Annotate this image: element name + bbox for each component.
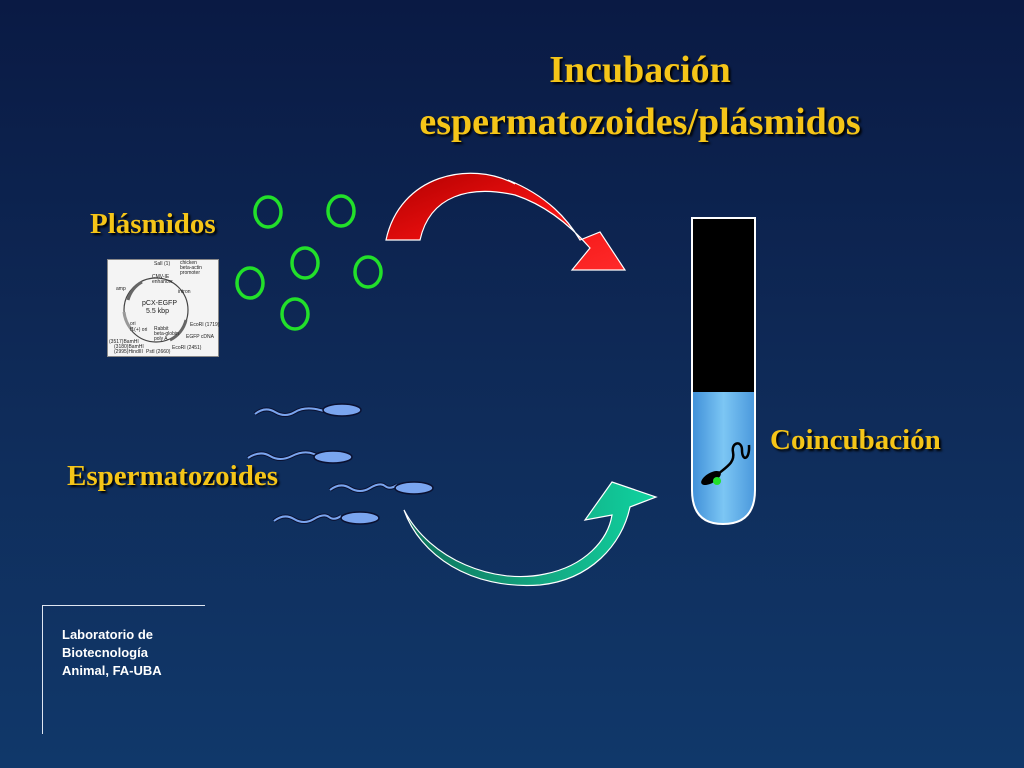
map-site-label: enhancer [152, 279, 173, 285]
tube-sperm-tail-icon [717, 442, 751, 475]
plasmid-ring-icon [326, 194, 356, 228]
footer-credit-text: Laboratorio de Biotecnología Animal, FA-… [62, 626, 202, 680]
map-site-label: f1(+) ori [130, 327, 148, 333]
map-site-label: EcoRI (1719) [190, 322, 220, 328]
footer-line3: Animal, FA-UBA [62, 663, 162, 678]
map-site-label: Rabbit [154, 326, 169, 332]
map-site-label: (3180)BamHI [114, 344, 144, 350]
tube-outline [691, 217, 756, 526]
plasmid-map-circle-icon [122, 277, 189, 343]
tube-sperm-head-icon [701, 471, 721, 485]
footer-credit-box: Laboratorio de Biotecnología Animal, FA-… [42, 605, 205, 734]
sperm-cell-icon [272, 511, 380, 525]
tube-plasmid-dot-icon [713, 477, 721, 485]
green-curved-arrow-icon [403, 481, 658, 587]
red-curved-arrow-icon [385, 172, 627, 271]
map-site-label: CMV-IE [152, 274, 170, 280]
footer-line2: Biotecnología [62, 645, 148, 660]
sperm-cell-icon [328, 481, 434, 495]
sperm-cell-icon [246, 450, 353, 464]
map-site-label: SalI (1) [154, 261, 171, 267]
tube-dark-top [692, 218, 755, 392]
map-site-label: chicken [180, 260, 197, 266]
map-site-label: intron [178, 289, 191, 295]
map-site-label: PstI (2660) [146, 349, 171, 355]
map-site-label: poly A [154, 336, 168, 342]
map-site-label: beta-actin [180, 265, 202, 271]
sperm-cell-icon [253, 403, 362, 417]
map-site-label: (3517)BamHI [109, 339, 139, 345]
plasmid-ring-icon [253, 195, 283, 229]
sperm-cells [246, 403, 434, 525]
plasmid-ring-icon [353, 255, 383, 289]
footer-line1: Laboratorio de [62, 627, 154, 642]
slide-title-line1: Incubación [549, 49, 731, 91]
coincubation-label: Coincubación [770, 424, 941, 456]
tube-liquid [692, 392, 755, 524]
map-site-label: amp [116, 286, 126, 292]
slide-title-line2: espermatozoides/plásmidos [419, 101, 861, 143]
plasmid-ring-icon [290, 246, 320, 280]
slide-title: Incubación espermatozoides/plásmidos [330, 44, 950, 148]
plasmid-rings [235, 194, 383, 331]
map-site-label: EcoRI (2451) [172, 345, 202, 351]
map-center-name: pCX-EGFP [142, 300, 178, 307]
plasmids-label: Plásmidos [90, 208, 216, 240]
map-site-label: promoter [180, 270, 201, 276]
plasmid-ring-icon [235, 266, 265, 300]
map-site-label: ori [130, 321, 136, 327]
plasmid-map-figure: SalI (1) chicken beta-actin promoter CMV… [107, 259, 219, 357]
map-site-label: (2995)HindIII [114, 349, 143, 355]
map-site-label: EGFP cDNA [186, 334, 214, 340]
plasmid-ring-icon [280, 297, 310, 331]
test-tube [691, 217, 756, 526]
map-site-label: beta-globin [154, 331, 179, 337]
sperm-label: Espermatozoides [67, 460, 279, 492]
map-center-size: 5.5 kbp [146, 308, 169, 315]
